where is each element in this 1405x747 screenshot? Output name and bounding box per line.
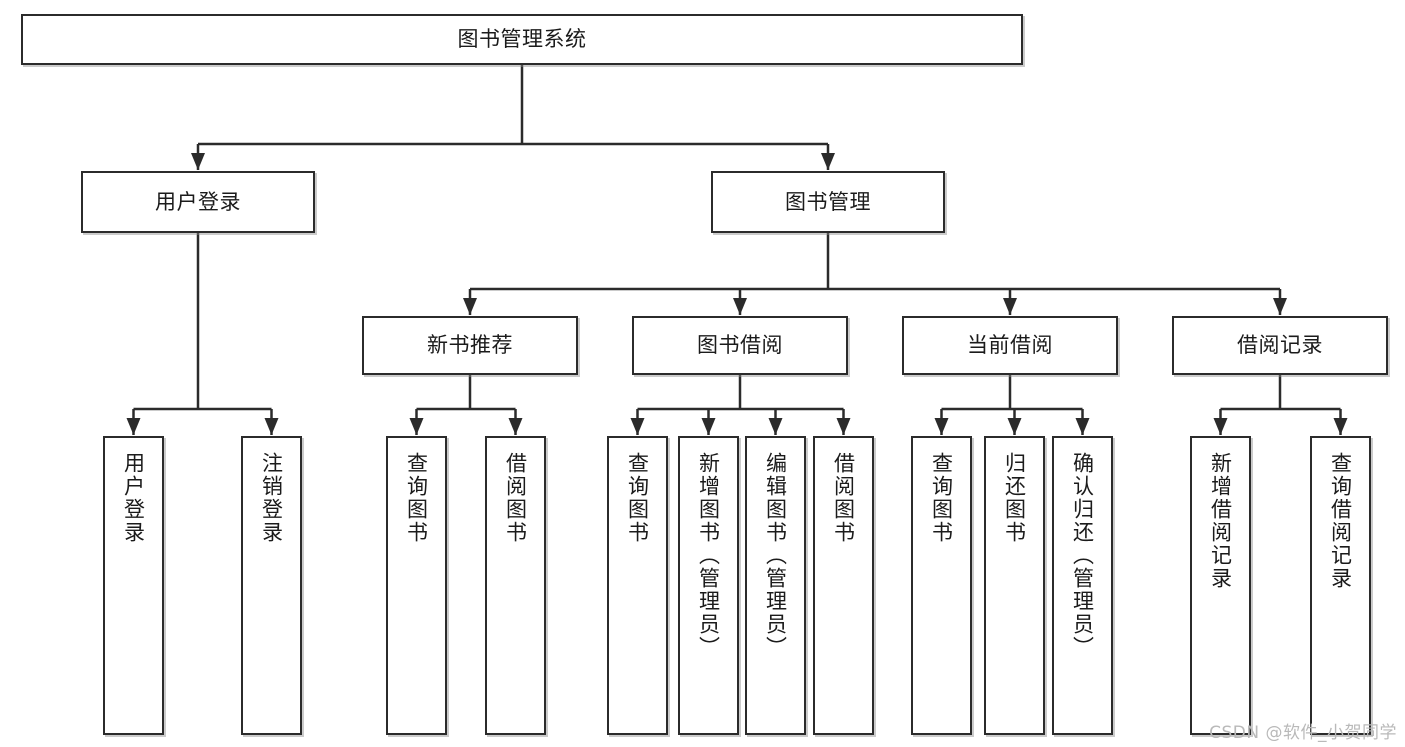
node-label-leaf-user-login: 用户登录 bbox=[121, 452, 146, 544]
connector-arrowhead bbox=[934, 418, 949, 435]
node-label-leaf-add-record: 新增借阅记录 bbox=[1208, 452, 1233, 590]
connector-arrowhead bbox=[630, 418, 645, 435]
node-label-leaf-edit-book: 编辑图书（管理员） bbox=[763, 452, 788, 659]
node-leaf-query-book-2[interactable]: 查询图书 bbox=[607, 436, 668, 735]
connector-arrowhead bbox=[701, 418, 716, 435]
node-leaf-user-login[interactable]: 用户登录 bbox=[103, 436, 164, 735]
connector-arrowhead bbox=[733, 298, 747, 315]
node-label-book-borrow: 图书借阅 bbox=[697, 333, 783, 358]
connector-arrowhead bbox=[1333, 418, 1348, 435]
connector-arrowhead bbox=[1007, 418, 1022, 435]
connector-arrowhead bbox=[1075, 418, 1090, 435]
node-leaf-add-book[interactable]: 新增图书（管理员） bbox=[678, 436, 739, 735]
node-label-user-login: 用户登录 bbox=[155, 189, 241, 214]
node-label-leaf-query-record: 查询借阅记录 bbox=[1328, 452, 1353, 590]
connector-arrowhead bbox=[821, 153, 835, 170]
connector-arrowhead bbox=[1273, 298, 1287, 315]
node-leaf-return-book[interactable]: 归还图书 bbox=[984, 436, 1045, 735]
node-label-root: 图书管理系统 bbox=[457, 27, 587, 52]
node-leaf-borrow-book-2[interactable]: 借阅图书 bbox=[813, 436, 874, 735]
node-root[interactable]: 图书管理系统 bbox=[21, 14, 1023, 65]
node-label-leaf-add-book: 新增图书（管理员） bbox=[696, 452, 721, 659]
node-leaf-confirm-return[interactable]: 确认归还（管理员） bbox=[1052, 436, 1113, 735]
connector-arrowhead bbox=[264, 418, 279, 435]
node-label-current-borrow: 当前借阅 bbox=[967, 333, 1053, 358]
connector-arrowhead bbox=[191, 153, 205, 170]
node-label-leaf-query-book-3: 查询图书 bbox=[929, 452, 954, 544]
node-leaf-logout[interactable]: 注销登录 bbox=[241, 436, 302, 735]
node-label-book-management: 图书管理 bbox=[785, 189, 871, 214]
node-label-leaf-borrow-book-1: 借阅图书 bbox=[503, 452, 528, 544]
node-label-leaf-query-book-1: 查询图书 bbox=[404, 452, 429, 544]
connector-arrowhead bbox=[508, 418, 523, 435]
node-leaf-edit-book[interactable]: 编辑图书（管理员） bbox=[745, 436, 806, 735]
node-label-leaf-confirm-return: 确认归还（管理员） bbox=[1070, 452, 1095, 659]
connector-arrowhead bbox=[463, 298, 477, 315]
node-current-borrow[interactable]: 当前借阅 bbox=[902, 316, 1118, 375]
node-borrow-record[interactable]: 借阅记录 bbox=[1172, 316, 1388, 375]
node-book-management[interactable]: 图书管理 bbox=[711, 171, 945, 233]
node-leaf-query-book-1[interactable]: 查询图书 bbox=[386, 436, 447, 735]
node-book-borrow[interactable]: 图书借阅 bbox=[632, 316, 848, 375]
connector-arrowhead bbox=[836, 418, 851, 435]
node-label-leaf-return-book: 归还图书 bbox=[1002, 452, 1027, 544]
node-user-login[interactable]: 用户登录 bbox=[81, 171, 315, 233]
node-leaf-query-record[interactable]: 查询借阅记录 bbox=[1310, 436, 1371, 735]
connector-arrowhead bbox=[126, 418, 141, 435]
node-new-book-recommend[interactable]: 新书推荐 bbox=[362, 316, 578, 375]
node-leaf-query-book-3[interactable]: 查询图书 bbox=[911, 436, 972, 735]
node-leaf-add-record[interactable]: 新增借阅记录 bbox=[1190, 436, 1251, 735]
node-label-leaf-query-book-2: 查询图书 bbox=[625, 452, 650, 544]
connector-arrowhead bbox=[1003, 298, 1017, 315]
node-label-leaf-logout: 注销登录 bbox=[259, 452, 284, 544]
connector-arrowhead bbox=[1213, 418, 1228, 435]
node-label-new-book-recommend: 新书推荐 bbox=[427, 333, 513, 358]
node-label-borrow-record: 借阅记录 bbox=[1237, 333, 1323, 358]
connector-arrowhead bbox=[768, 418, 783, 435]
node-leaf-borrow-book-1[interactable]: 借阅图书 bbox=[485, 436, 546, 735]
connector-arrowhead bbox=[409, 418, 424, 435]
node-label-leaf-borrow-book-2: 借阅图书 bbox=[831, 452, 856, 544]
